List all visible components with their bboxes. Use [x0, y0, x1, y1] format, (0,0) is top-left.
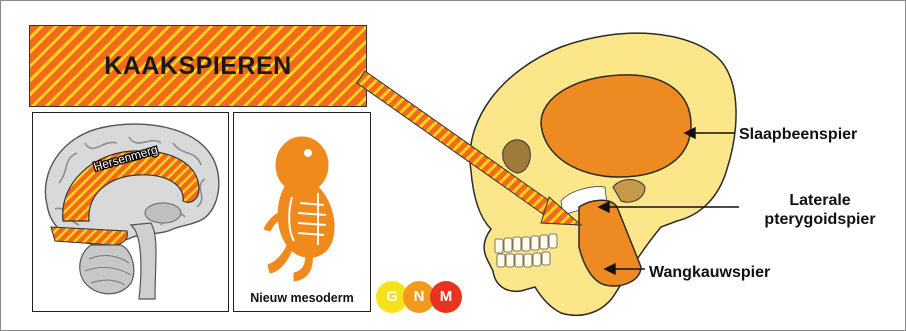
label-masseter: Wangkauwspier: [649, 263, 770, 282]
temporalis-muscle: [541, 75, 691, 177]
gnm-logo: G N M: [376, 281, 466, 313]
label-pterygoid-line2: pterygoidspier: [749, 210, 891, 229]
label-temporalis: Slaapbeenspier: [739, 125, 857, 144]
gnm-letter-m: M: [430, 281, 462, 313]
label-pterygoid-line1: Laterale: [749, 191, 891, 210]
label-pterygoid: Laterale pterygoidspier: [749, 191, 891, 229]
